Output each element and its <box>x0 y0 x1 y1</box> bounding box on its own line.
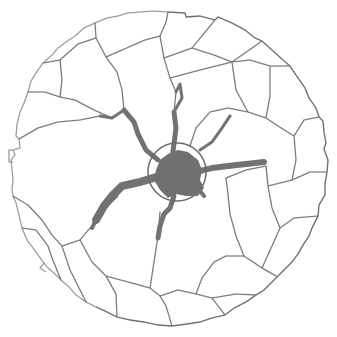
cell-wall <box>268 172 327 186</box>
strand-right <box>200 116 230 150</box>
cell-wall <box>43 38 96 63</box>
cell-wall <box>262 216 318 268</box>
cell-wall <box>106 36 160 57</box>
outer-boundary-left <box>11 11 168 307</box>
strand-bottom <box>158 196 174 238</box>
cell-wall <box>95 23 124 110</box>
cell-wall <box>160 296 172 326</box>
cell-wall <box>196 256 276 294</box>
cell-wall <box>212 294 256 298</box>
cell-wall <box>226 178 244 256</box>
center-body <box>154 150 204 198</box>
cell-wall <box>22 228 61 280</box>
cell-wall <box>160 36 176 112</box>
cell-wall <box>228 108 294 136</box>
cell-wall <box>19 116 100 139</box>
cell-wall <box>266 166 280 228</box>
cell-wall <box>170 62 232 78</box>
cell-wall <box>160 12 168 36</box>
cell-wall <box>266 66 270 118</box>
cell-wall <box>80 240 117 317</box>
center-node <box>148 143 206 201</box>
cell-wall <box>192 41 262 62</box>
strand-upper-left <box>124 110 158 160</box>
cell-wall <box>292 117 319 180</box>
cell-wall <box>160 290 225 315</box>
cell-wall <box>60 60 62 97</box>
cell-wall <box>13 196 95 246</box>
cell-wall <box>232 60 290 66</box>
cell-wall <box>232 62 248 112</box>
cell-wall <box>28 92 112 118</box>
